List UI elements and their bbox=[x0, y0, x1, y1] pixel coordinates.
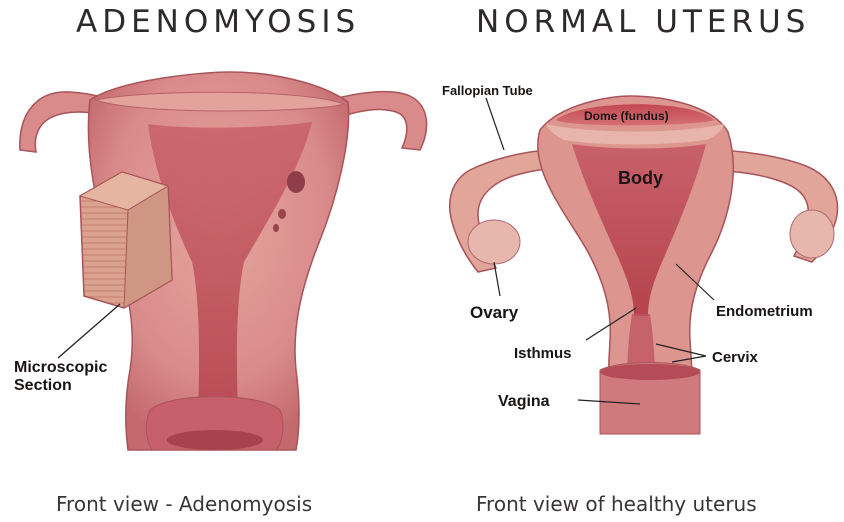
lesion-large bbox=[287, 171, 305, 193]
microscopic-label-line1: Microscopic bbox=[14, 359, 107, 376]
lesion-small-1 bbox=[278, 209, 286, 219]
normal-vagina-fornix bbox=[600, 364, 700, 380]
cervix-label: Cervix bbox=[712, 349, 759, 366]
microscopic-label-line2: Section bbox=[14, 377, 72, 394]
isthmus-label: Isthmus bbox=[514, 345, 572, 362]
ovary-left bbox=[468, 220, 520, 264]
normal-uterus-caption: Front view of healthy uterus bbox=[476, 492, 757, 516]
adenomyosis-uterus bbox=[20, 72, 427, 450]
fallopian-pointer bbox=[486, 98, 504, 150]
normal-uterus bbox=[450, 96, 838, 434]
body-label: Body bbox=[618, 168, 663, 188]
adenomyosis-caption: Front view - Adenomyosis bbox=[56, 492, 312, 516]
dome-fundus-label: Dome (fundus) bbox=[584, 109, 669, 123]
endometrium-label: Endometrium bbox=[716, 303, 813, 320]
fallopian-tube-label: Fallopian Tube bbox=[442, 83, 533, 98]
ovary-pointer bbox=[494, 262, 500, 296]
lesion-small-2 bbox=[273, 224, 279, 232]
microscopic-pointer bbox=[58, 304, 120, 358]
ovary-label: Ovary bbox=[470, 303, 519, 322]
adenomyosis-cervix-opening bbox=[167, 430, 263, 450]
ovary-right bbox=[790, 210, 834, 258]
vagina-label: Vagina bbox=[498, 393, 550, 410]
